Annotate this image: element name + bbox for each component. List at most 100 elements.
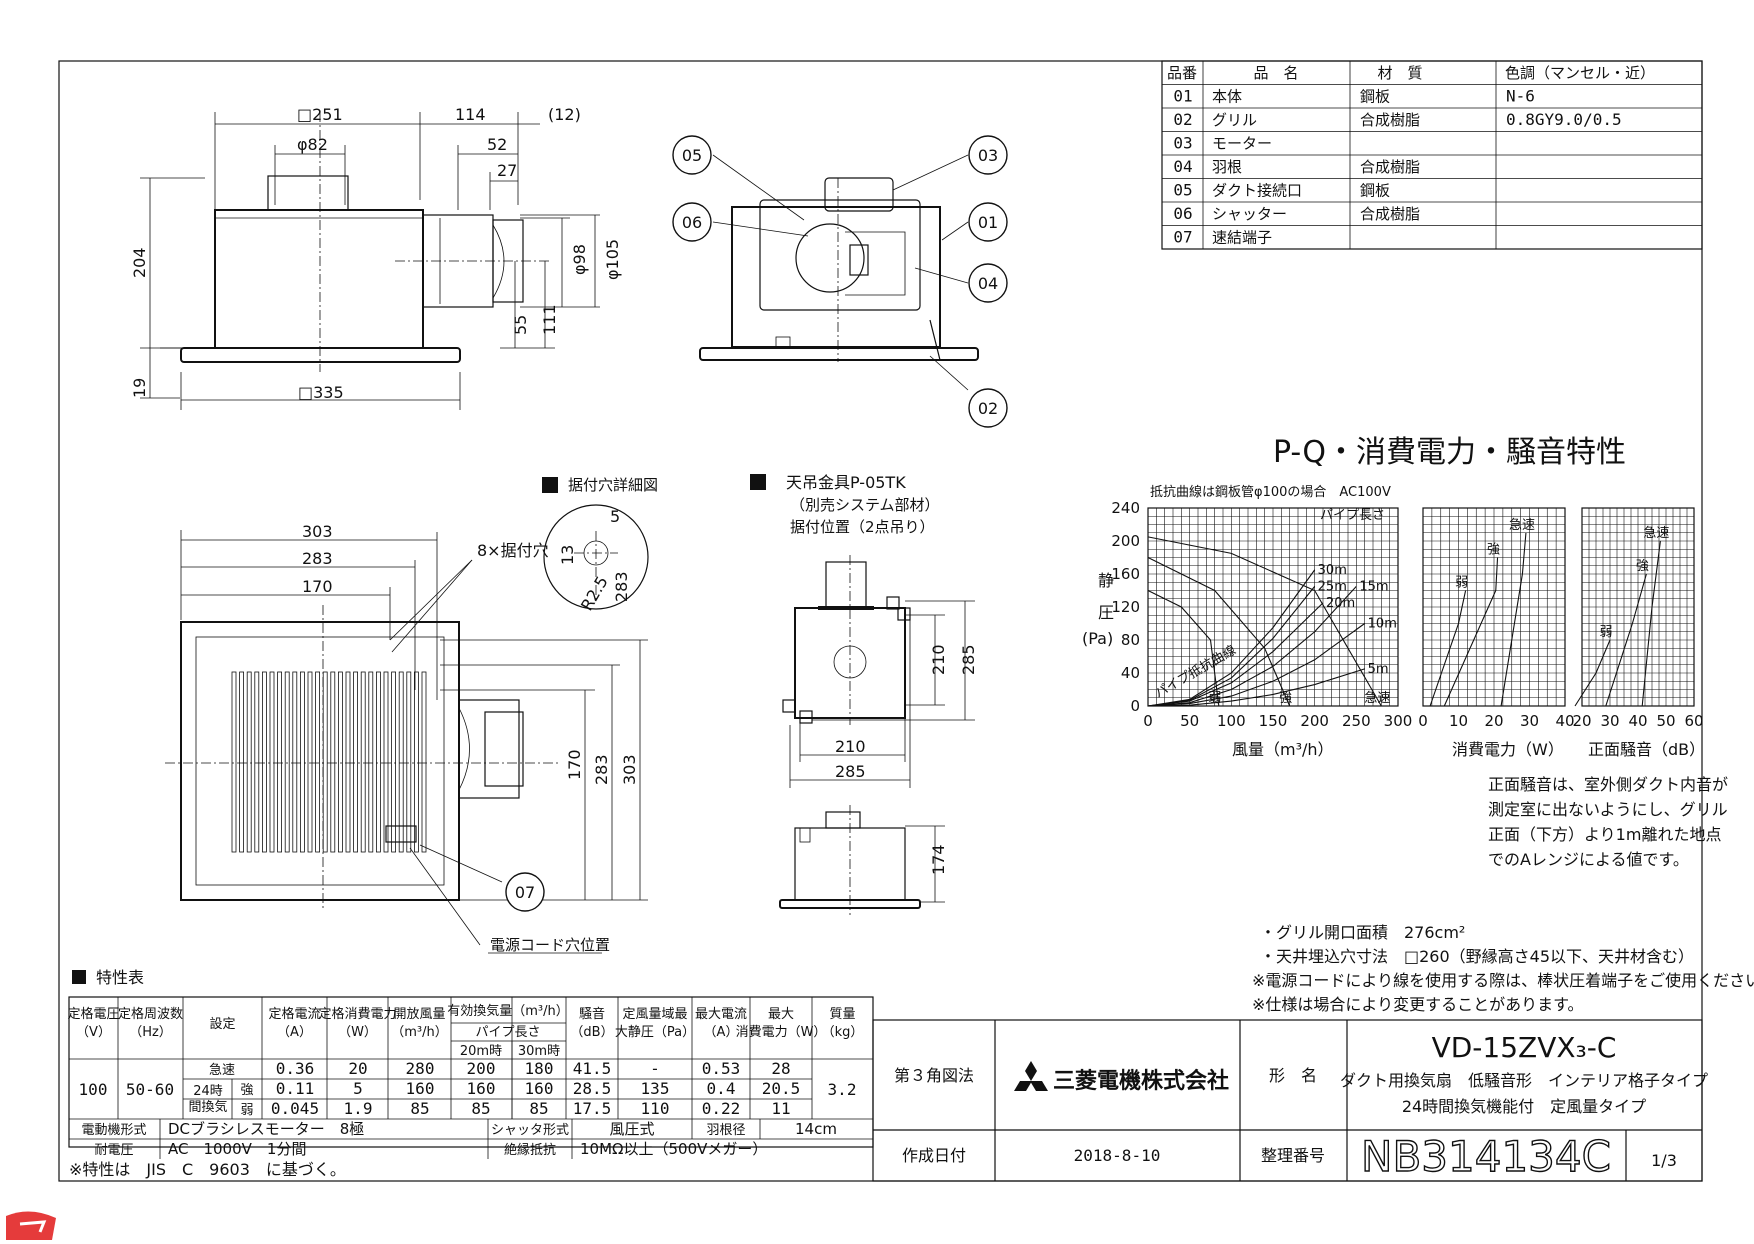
resistance-curve-15m — [1147, 586, 1357, 707]
series-label: 強 — [1636, 559, 1649, 574]
h-mass: 質量 — [829, 1007, 855, 1022]
spec-open-flow: 160 — [406, 1079, 435, 1098]
spec-mode: 急速 — [209, 1063, 235, 1078]
spec-open-flow: 85 — [410, 1099, 429, 1118]
h-voltage-unit: （V） — [76, 1025, 111, 1040]
h-max-current-unit: （A） — [704, 1025, 739, 1040]
callout-04: 04 — [978, 274, 998, 293]
x-tick-label: 20 — [1484, 712, 1503, 730]
spec-blade-label: 羽根径 — [706, 1123, 745, 1138]
hanger-dim-210-v: 210 — [929, 644, 948, 675]
detail-dim-283: 283 — [612, 571, 631, 602]
series-label: 急速 — [1364, 691, 1390, 706]
spec-static: - — [650, 1059, 660, 1078]
spec-max-power: 11 — [771, 1099, 790, 1118]
grille-slot — [391, 671, 397, 853]
h-freq-unit: （Hz） — [129, 1025, 172, 1040]
hanger-dim-174: 174 — [929, 844, 948, 875]
grille-slot — [330, 671, 336, 853]
x-tick-label: 200 — [1300, 712, 1329, 730]
spec-max-power: 20.5 — [762, 1079, 801, 1098]
model-desc-2: 24時間換気機能付 定風量タイプ — [1402, 1097, 1646, 1116]
part-number: 01 — [1173, 87, 1192, 106]
part-number: 02 — [1173, 110, 1192, 129]
pq-note: 抵抗曲線は鋼板管φ100の場合 AC100V — [1150, 484, 1391, 500]
series-label: 強 — [1279, 691, 1292, 706]
part-number: 05 — [1173, 181, 1192, 200]
hanger-sub1: （別売システム部材） — [790, 496, 940, 514]
date-value: 2018-8-10 — [1074, 1146, 1161, 1165]
parts-header-1: 品 名 — [1253, 64, 1298, 82]
spec-max-power: 28 — [771, 1059, 790, 1078]
pq-remark-1: 正面騒音は、室外側ダクト内音が — [1488, 775, 1728, 794]
h-noise-unit: （dB） — [570, 1025, 613, 1040]
resistance-curve-label: 25m — [1318, 579, 1347, 594]
projection-label: 第３角図法 — [894, 1066, 974, 1085]
grille-slot — [368, 671, 374, 853]
h-freq: 定格周波数 — [118, 1006, 183, 1022]
spec-shutter-label: シャッタ形式 — [491, 1123, 569, 1138]
spec-flow-30m: 180 — [525, 1059, 554, 1078]
resistance-curve-5m — [1147, 668, 1365, 707]
h-static: 定風量域最 — [622, 1007, 687, 1022]
series-label: 弱 — [1208, 691, 1221, 706]
h-current: 定格電流 — [268, 1006, 320, 1022]
spec-flow-20m: 200 — [467, 1059, 496, 1078]
grille-slot — [413, 671, 419, 853]
h-power-unit: （W） — [338, 1025, 377, 1040]
x-tick-label: 0 — [1418, 712, 1428, 730]
part-color: 0.8GY9.0/0.5 — [1506, 110, 1622, 129]
pq-ylabel-1: 静 — [1098, 571, 1114, 590]
resistance-curve-caption: パイプ抵抗曲線 — [1152, 642, 1239, 701]
spec-voltage: 100 — [79, 1080, 108, 1099]
spec-motor-value: DCブラシレスモーター 8極 — [168, 1120, 364, 1138]
resistance-curve-label: 10m — [1368, 617, 1397, 632]
dim-204: 204 — [130, 247, 149, 278]
y-tick-label: 0 — [1130, 697, 1140, 715]
callout-bubble — [672, 135, 712, 175]
grille-slot — [337, 671, 343, 853]
spec-freq: 50-60 — [126, 1080, 174, 1099]
grille-slot — [269, 671, 275, 853]
callout-bubble — [968, 135, 1008, 175]
dim-283: 283 — [302, 549, 333, 568]
callout-01: 01 — [978, 213, 998, 232]
part-number: 07 — [1173, 228, 1192, 247]
series-line-強 — [1147, 557, 1291, 707]
pq-xlabel-3: 正面騒音（dB） — [1588, 740, 1705, 759]
x-tick-label: 50 — [1656, 712, 1675, 730]
model-number: VD-15ZVX₃-C — [1432, 1031, 1617, 1064]
series-label: 弱 — [1599, 625, 1612, 640]
h-open-flow: 開放風量 — [393, 1007, 445, 1022]
dim-170: 170 — [302, 577, 333, 596]
spec-current: 0.11 — [276, 1079, 315, 1098]
y-tick-label: 240 — [1111, 499, 1140, 517]
spec-footnote: ※特性は JIS C 9603 に基づく。 — [69, 1160, 346, 1179]
series-label: 弱 — [1455, 576, 1468, 591]
callout-bubble — [672, 202, 712, 242]
pq-remark-4: でのAレンジによる値です。 — [1488, 850, 1689, 869]
spec-mass: 3.2 — [828, 1080, 857, 1099]
spec-open-flow: 280 — [406, 1059, 435, 1078]
h-setting: 設定 — [209, 1016, 235, 1032]
part-color: N-6 — [1506, 87, 1535, 106]
resistance-curve-label: 30m — [1318, 563, 1347, 578]
spec-shutter-value: 風圧式 — [609, 1120, 654, 1138]
grille-slot — [406, 671, 412, 853]
h-eff-flow: 有効換気量（m³/h） — [447, 1003, 569, 1019]
spec-static: 110 — [641, 1099, 670, 1118]
number-label: 整理番号 — [1261, 1146, 1325, 1165]
part-name: モーター — [1212, 135, 1272, 153]
h-max-power: 最大 — [768, 1007, 794, 1022]
spec-withstand-value: AC 1000V 1分間 — [168, 1140, 306, 1158]
callout-bubble — [968, 263, 1008, 303]
hanger-dim-285: 285 — [835, 762, 866, 781]
pq-xlabel-2: 消費電力（W） — [1452, 740, 1564, 759]
h-max-current: 最大電流 — [695, 1007, 747, 1022]
dim-335: □335 — [298, 383, 344, 402]
dim-114: 114 — [455, 105, 486, 124]
h-pipe: パイプ長さ — [475, 1025, 540, 1040]
spec-static: 135 — [641, 1079, 670, 1098]
grille-slot — [360, 671, 366, 853]
series-line-急速 — [1500, 532, 1527, 707]
